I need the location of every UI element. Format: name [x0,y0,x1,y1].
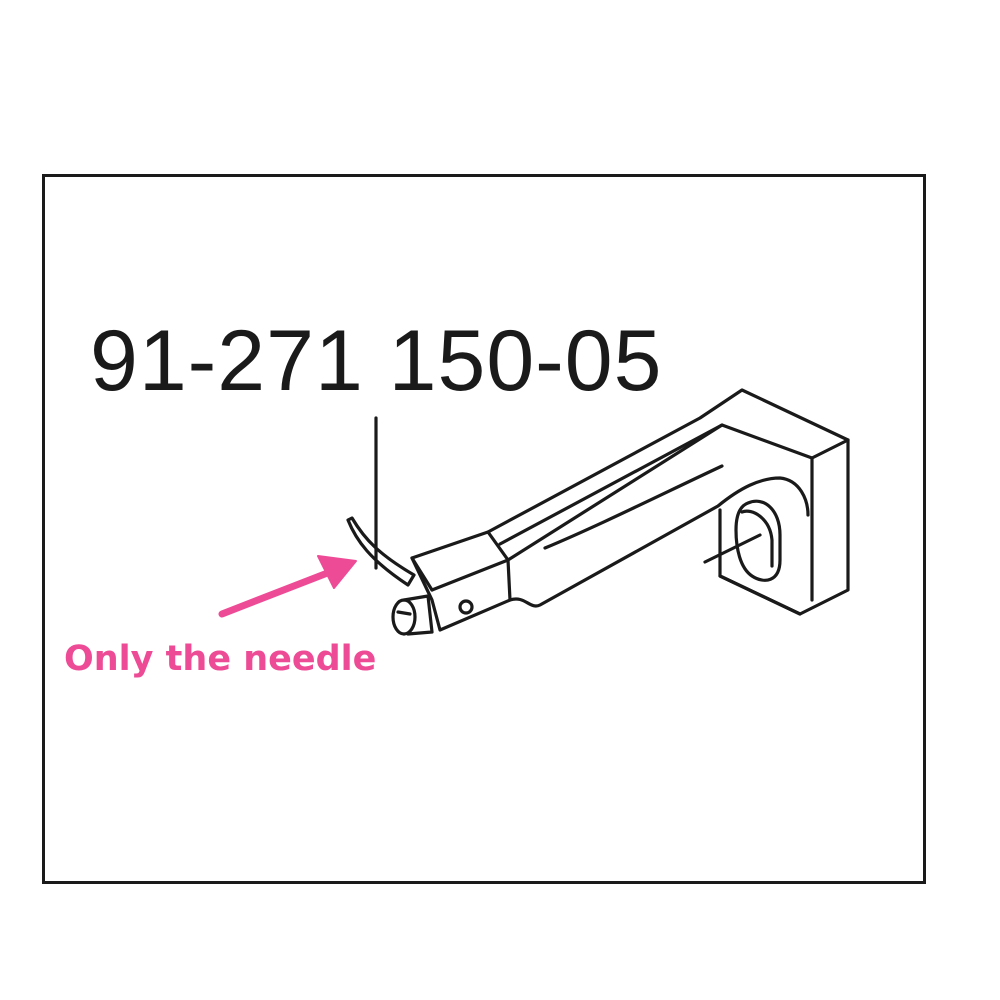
arm-bottom [508,476,810,608]
part-number-label: 91-271 150-05 [90,313,663,409]
callout-arrow-icon [218,555,357,618]
pin-end [391,598,417,636]
bracket-slot [734,499,782,582]
screw-hole [458,599,474,615]
bracket-leg [718,438,850,616]
diagram-frame [42,174,926,884]
needle [346,516,416,587]
callout-label: Only the needle [64,639,377,679]
